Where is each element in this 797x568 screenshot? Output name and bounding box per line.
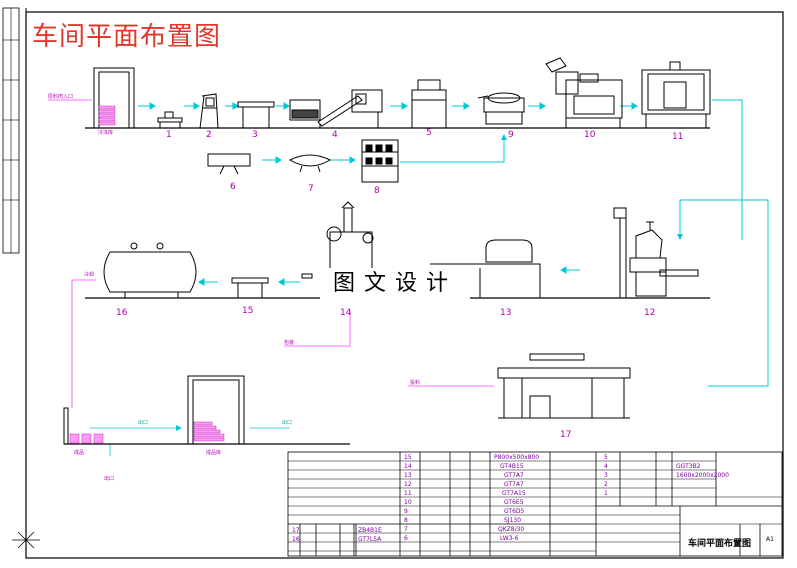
cold-store-label: 冷冻库	[98, 130, 114, 136]
station-number-6: 6	[230, 182, 236, 192]
tb-mid-code-8: SJ130	[504, 517, 522, 524]
exit-label-c: 出口	[104, 476, 115, 482]
station-number-4: 4	[332, 130, 338, 140]
tb-right-no-3: 3	[604, 472, 608, 479]
station-number-10: 10	[584, 130, 596, 140]
tb-mid-no-8: 8	[404, 517, 408, 524]
tb-right-no-1: 1	[604, 490, 608, 497]
tb-left-code-16: GT7L5A	[358, 536, 382, 543]
tb-left-no-16: 16	[292, 536, 300, 543]
product-label: 成品	[74, 450, 85, 456]
tb-mid-code-13: GT7A7	[504, 472, 524, 479]
tb-left-no-17: 17	[292, 527, 300, 534]
title-block-scale: A1	[766, 536, 774, 543]
cold-store-door	[93, 67, 135, 129]
equipment-3-table	[237, 101, 275, 128]
equipment-7-mixer	[288, 154, 332, 173]
feed-label: 投料	[410, 380, 421, 386]
tb-mid-code-10: GT6E5	[504, 499, 524, 506]
equipment-1-thawing-table	[157, 111, 183, 128]
equipment-8-rack	[361, 139, 399, 183]
tb-right-no-2: 2	[604, 481, 608, 488]
watermark-text: 图文设计	[320, 268, 470, 300]
finished-store-label: 成品库	[206, 450, 222, 456]
station-number-14: 14	[340, 308, 352, 318]
tb-mid-code-15: P800x500x800	[494, 454, 540, 461]
tb-right-code-4: GGT3B2	[676, 463, 701, 470]
tb-mid-no-12: 12	[404, 481, 412, 488]
station-number-13: 13	[500, 308, 512, 318]
cooling-label: 冷却	[84, 272, 95, 278]
tb-mid-code-11: GT7A15	[502, 490, 526, 497]
tb-mid-no-15: 15	[404, 454, 412, 461]
equipment-9-tumbler	[477, 92, 525, 125]
finished-store-door	[187, 375, 245, 445]
equipment-16-tank	[103, 242, 197, 298]
packing-label: 包装	[284, 340, 295, 346]
registration-mark	[12, 530, 40, 552]
equipment-12-lifter	[613, 207, 699, 298]
drawing-title: 车间平面布置图	[32, 22, 222, 52]
tb-mid-no-9: 9	[404, 508, 408, 515]
station-number-1: 1	[166, 130, 172, 140]
tb-right-no-4: 4	[604, 463, 608, 470]
station-number-16: 16	[116, 308, 128, 318]
station-number-17: 17	[560, 430, 572, 440]
tb-mid-code-7: QKZ8/30	[498, 526, 525, 533]
equipment-15-table	[231, 277, 269, 298]
equipment-13-smokehouse	[430, 239, 541, 298]
tb-mid-no-6: 6	[404, 535, 408, 542]
tb-mid-no-14: 14	[404, 463, 412, 470]
tb-mid-no-13: 13	[404, 472, 412, 479]
title-block-drawing-name: 车间平面布置图	[688, 539, 752, 549]
exit-label-a: 出口	[138, 420, 149, 426]
station-number-2: 2	[206, 130, 212, 140]
tb-mid-code-9: GT6D5	[504, 508, 525, 515]
station-number-12: 12	[644, 308, 656, 318]
tb-mid-code-12: GT7A7	[504, 481, 524, 488]
station-number-7: 7	[308, 184, 314, 194]
station-number-5: 5	[426, 128, 432, 138]
equipment-2-stand	[199, 93, 219, 129]
station-number-9: 9	[508, 130, 514, 140]
equipment-17-cooker	[497, 353, 631, 419]
equipment-11-filler	[641, 61, 711, 128]
station-number-8: 8	[374, 186, 380, 196]
tb-right-code-3: 1600x2000x2000	[676, 472, 729, 479]
equipment-10-bowl-cutter	[545, 57, 623, 128]
equipment-6-vat	[207, 153, 251, 175]
tb-mid-no-11: 11	[404, 490, 412, 497]
station-number-15: 15	[242, 306, 254, 316]
tb-left-code-17: ZB4B1E	[358, 527, 382, 534]
tb-mid-code-14: GT4B15	[500, 463, 524, 470]
tb-mid-no-10: 10	[404, 499, 412, 506]
station-number-11: 11	[672, 132, 684, 142]
equipment-5-machine	[411, 79, 447, 129]
tb-mid-no-7: 7	[404, 526, 408, 533]
equipment-4-conveyor	[289, 89, 383, 128]
station-number-3: 3	[252, 130, 258, 140]
tb-right-no-5: 5	[604, 454, 608, 461]
tb-mid-code-6: LW3-6	[500, 535, 519, 542]
inlet-label: 原料肉入口	[48, 94, 74, 100]
exit-label-b: 出口	[282, 420, 293, 426]
